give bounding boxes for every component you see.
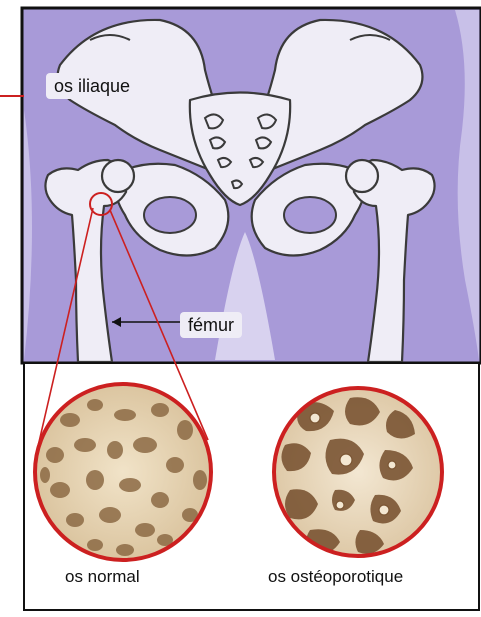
label-os-iliaque: os iliaque xyxy=(46,73,138,99)
caption-osteoporotic-bone: os ostéoporotique xyxy=(268,566,403,588)
label-femur: fémur xyxy=(180,312,242,338)
caption-normal-bone: os normal xyxy=(65,566,140,588)
normal-bone-texture xyxy=(35,384,211,560)
osteoporotic-bone-texture xyxy=(274,388,442,556)
